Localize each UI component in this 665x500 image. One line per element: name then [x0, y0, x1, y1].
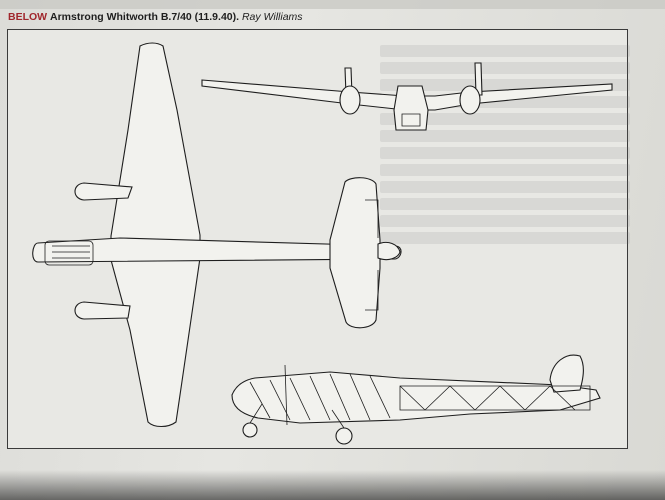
side-propeller: [284, 364, 288, 426]
front-nose: [401, 113, 421, 127]
figure-caption: BELOW Armstrong Whitworth B.7/40 (11.9.4…: [8, 11, 303, 23]
plan-nacelle-upper: [74, 182, 133, 201]
plan-tailplane: [329, 177, 381, 329]
front-view: [201, 62, 613, 131]
front-nacelle-left: [339, 85, 361, 115]
top-bleed-text: [0, 0, 665, 9]
caption-title: Armstrong Whitworth B.7/40 (11.9.40).: [50, 11, 240, 23]
plan-view: [32, 42, 402, 428]
side-front-wheel: [242, 422, 258, 438]
plan-nacelle-lower: [74, 301, 131, 320]
caption-keyword: BELOW: [8, 11, 48, 23]
side-internal-structure: [249, 373, 391, 421]
plan-wing: [110, 42, 201, 428]
front-nacelle-right: [459, 85, 481, 115]
show-through-text: [380, 40, 630, 280]
caption-credit: Ray Williams: [241, 11, 303, 23]
side-lattice: [399, 385, 591, 411]
front-fin-right: [474, 62, 483, 96]
side-fin: [549, 354, 584, 393]
plan-nose-glazing: [44, 240, 94, 266]
plan-elevators: [365, 199, 379, 311]
side-fuselage: [231, 371, 601, 424]
side-main-wheel: [335, 427, 353, 445]
front-fuselage: [393, 85, 429, 131]
side-undercarriage: [249, 403, 345, 429]
side-view: [231, 354, 601, 445]
plan-nose-frames: [52, 245, 90, 259]
plan-tail-turret: [377, 241, 401, 261]
desk-shadow: [0, 470, 665, 500]
